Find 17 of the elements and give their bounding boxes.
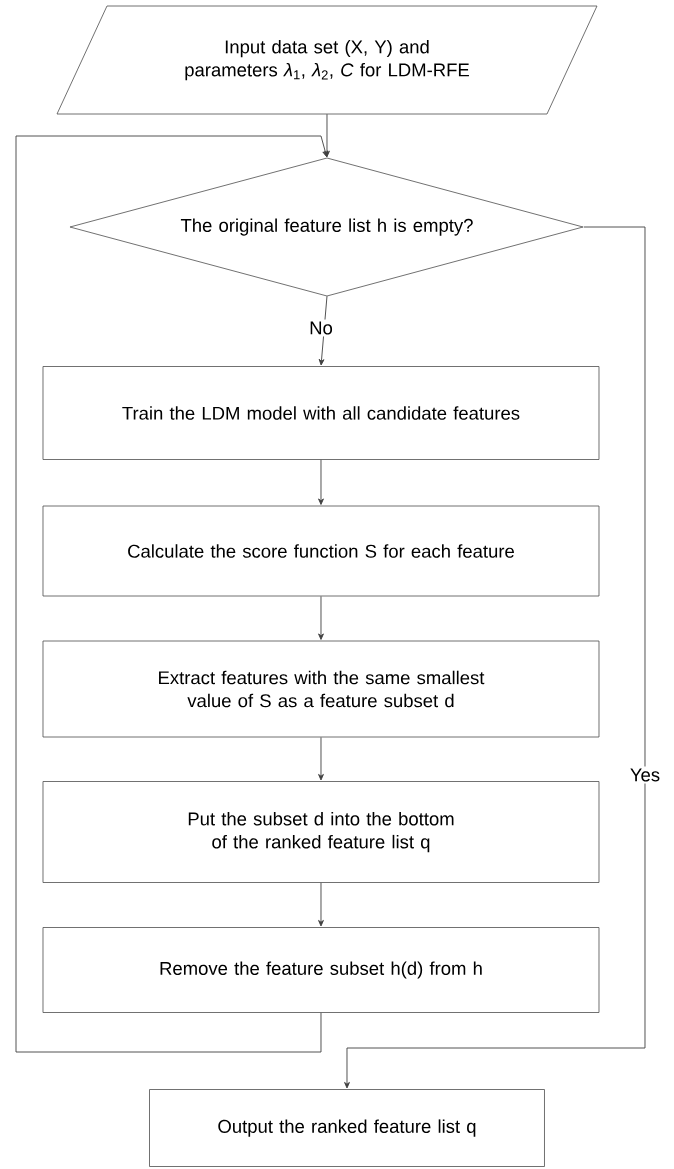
arrow	[324, 113, 330, 158]
process-box: Remove the feature subset h(d) from h	[42, 927, 600, 1013]
process-box: Calculate the score function S for each feature	[42, 505, 600, 597]
loop-arrow	[344, 226, 646, 1089]
arrow	[318, 736, 324, 781]
process-box: Train the LDM model with all candidate features	[42, 366, 600, 460]
process-box: Put the subset d into the bottom of the ranked feature list q	[42, 781, 600, 883]
edge-label: No	[307, 319, 335, 337]
edge-label: Yes	[627, 766, 663, 784]
arrow	[318, 882, 324, 927]
process-box: Extract features with the same smallest value of S as a feature subset d	[42, 640, 600, 738]
output-box: Output the ranked feature list q	[149, 1089, 545, 1167]
arrow	[318, 459, 324, 505]
arrow	[318, 595, 324, 640]
loop-arrow	[15, 135, 329, 1053]
arrow	[318, 295, 328, 366]
input-parallelogram: Input data set (X, Y) and parameters λ$_{1}$, λ$_{2}$, C for LDM-RFE	[56, 5, 598, 115]
